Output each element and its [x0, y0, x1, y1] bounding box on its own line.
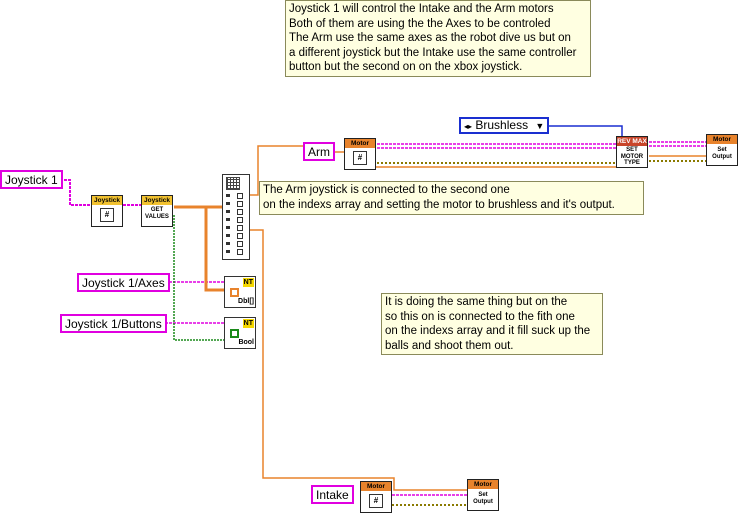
arm-axis-wire: [250, 145, 306, 196]
arm-set-output-vi[interactable]: Motor Set Output: [706, 134, 738, 166]
note-top: Joystick 1 will control the Intake and t…: [285, 0, 591, 77]
vi-header: Motor: [707, 135, 737, 144]
enum-value: Brushless: [475, 118, 529, 132]
vi-header: Joystick: [142, 196, 172, 205]
axes-control[interactable]: Joystick 1/Axes: [77, 273, 170, 292]
vi-header: Motor: [468, 480, 498, 489]
buttons-control[interactable]: Joystick 1/Buttons: [60, 314, 167, 333]
joystick-refnum-wire: [60, 179, 141, 206]
vi-header: REV MAX: [617, 137, 647, 146]
nt-tag: NT: [242, 319, 254, 328]
vi-label: Set Output: [473, 492, 493, 505]
refnum-icon: #: [369, 494, 383, 508]
rev-set-motor-type-vi[interactable]: REV MAX SET MOTOR TYPE: [616, 136, 648, 168]
arm-refnum-wire: [377, 141, 706, 149]
arm-motor-refnum-vi[interactable]: Motor #: [344, 138, 376, 170]
buttons-array-wire: [173, 215, 224, 341]
vi-label: SET MOTOR TYPE: [620, 147, 644, 166]
array-terminal-icon: [230, 288, 239, 297]
vi-header: Motor: [361, 482, 391, 491]
intake-control[interactable]: Intake: [311, 485, 354, 504]
nt-write-buttons-vi[interactable]: NT Bool: [224, 317, 256, 349]
nt-type-label: Bool: [238, 339, 254, 346]
note-arm: The Arm joystick is connected to the sec…: [259, 181, 644, 215]
enum-wire: [536, 125, 623, 138]
vi-header: Motor: [345, 139, 375, 148]
arm-output-wire: [332, 151, 706, 168]
index-array-node[interactable]: [222, 174, 250, 260]
note-intake: It is doing the same thing but on the so…: [381, 293, 603, 355]
joystick-refnum-vi[interactable]: Joystick #: [91, 195, 123, 227]
joystick-get-values-vi[interactable]: Joystick GET VALUES: [141, 195, 173, 227]
enum-increment-icon[interactable]: ◂▸: [464, 122, 473, 131]
axes-array-wire: [174, 205, 224, 292]
motor-type-enum[interactable]: ◂▸ Brushless ▼: [459, 117, 550, 134]
intake-motor-refnum-vi[interactable]: Motor #: [360, 481, 392, 513]
array-terminal-icon: [230, 329, 239, 338]
nt-type-label: Dbl[]: [238, 298, 254, 305]
vi-label: GET VALUES: [145, 207, 169, 220]
refnum-icon: #: [353, 151, 367, 165]
nt-tag: NT: [242, 278, 254, 287]
vi-header: Joystick: [92, 196, 122, 205]
nt-write-axes-vi[interactable]: NT Dbl[]: [224, 276, 256, 308]
refnum-icon: #: [100, 208, 114, 222]
joystick1-control[interactable]: Joystick 1: [0, 170, 63, 189]
chevron-down-icon[interactable]: ▼: [535, 121, 545, 131]
arm-error-wire: [377, 160, 706, 164]
intake-set-output-vi[interactable]: Motor Set Output: [467, 479, 499, 511]
arm-control[interactable]: Arm: [303, 142, 335, 161]
intake-axis-wire: [250, 229, 468, 491]
vi-label: Set Output: [712, 147, 732, 160]
array-icon: [226, 177, 240, 190]
